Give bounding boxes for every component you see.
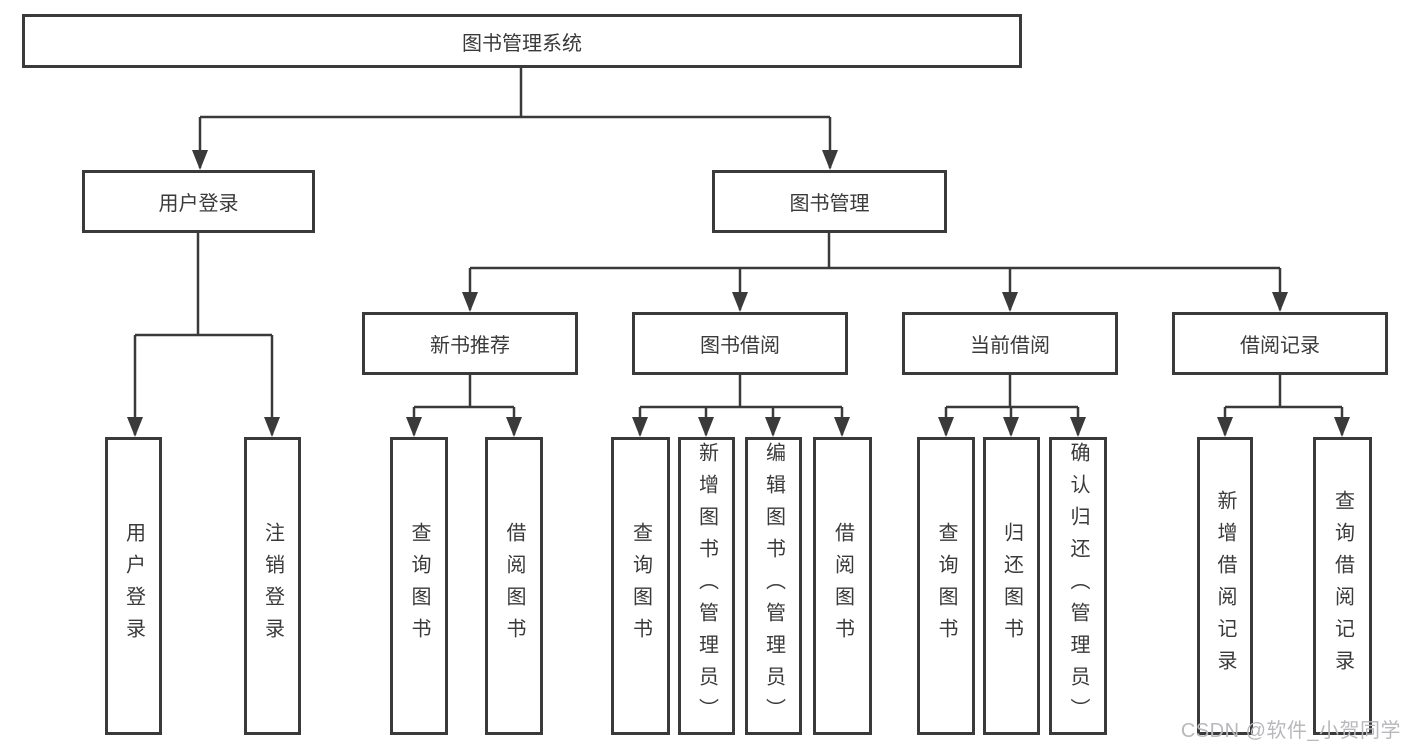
- leaf-cb-return-books-label: 归还图书: [1000, 522, 1023, 650]
- leaf-nb-query-books: 查询图书: [390, 437, 448, 735]
- leaf-cb-confirm-return-admin: 确认归还（管理员）: [1049, 437, 1107, 735]
- leaf-br-query-record: 查询借阅记录: [1313, 437, 1372, 735]
- leaf-bb-add-books-admin: 新增图书（管理员）: [678, 437, 735, 735]
- node-book-borrowing-label: 图书借阅: [700, 335, 780, 357]
- node-book-borrowing: 图书借阅: [632, 312, 848, 375]
- leaf-br-add-record-label: 新增借阅记录: [1214, 490, 1236, 682]
- leaf-cb-confirm-return-admin-label: 确认归还（管理员）: [1067, 442, 1089, 730]
- node-borrowing-records-label: 借阅记录: [1240, 335, 1320, 357]
- leaf-user-login: 用户登录: [105, 437, 162, 735]
- leaf-bb-add-books-admin-label: 新增图书（管理员）: [695, 442, 718, 730]
- leaf-user-login-label: 用户登录: [122, 522, 145, 650]
- leaf-br-query-record-label: 查询借阅记录: [1331, 490, 1354, 682]
- leaf-bb-borrow-books-label: 借阅图书: [831, 522, 854, 650]
- leaf-bb-edit-books-admin-label: 编辑图书（管理员）: [762, 442, 785, 730]
- leaf-bb-query-books: 查询图书: [611, 437, 670, 735]
- leaf-bb-borrow-books: 借阅图书: [813, 437, 872, 735]
- node-new-book-recommend: 新书推荐: [362, 312, 578, 375]
- node-borrowing-records: 借阅记录: [1172, 312, 1388, 375]
- leaf-br-add-record: 新增借阅记录: [1197, 437, 1253, 735]
- node-root-system: 图书管理系统: [22, 14, 1022, 68]
- node-new-book-recommend-label: 新书推荐: [430, 335, 510, 357]
- node-root-system-label: 图书管理系统: [462, 32, 582, 55]
- node-current-borrowing-label: 当前借阅: [970, 335, 1050, 357]
- node-user-login: 用户登录: [82, 170, 315, 233]
- node-book-management: 图书管理: [712, 170, 947, 233]
- leaf-nb-borrow-books-label: 借阅图书: [503, 522, 525, 650]
- node-current-borrowing: 当前借阅: [902, 312, 1118, 375]
- leaf-logout: 注销登录: [244, 437, 301, 735]
- leaf-bb-edit-books-admin: 编辑图书（管理员）: [745, 437, 802, 735]
- node-book-management-label: 图书管理: [789, 193, 870, 215]
- csdn-watermark: CSDN @软件_小贺同学: [1180, 720, 1401, 742]
- node-user-login-label: 用户登录: [158, 193, 239, 215]
- leaf-cb-query-books: 查询图书: [917, 437, 975, 735]
- leaf-logout-label: 注销登录: [261, 522, 284, 650]
- leaf-nb-borrow-books: 借阅图书: [485, 437, 543, 735]
- leaf-cb-return-books: 归还图书: [983, 437, 1040, 735]
- leaf-bb-query-books-label: 查询图书: [629, 522, 652, 650]
- leaf-cb-query-books-label: 查询图书: [935, 522, 957, 650]
- leaf-nb-query-books-label: 查询图书: [408, 522, 430, 650]
